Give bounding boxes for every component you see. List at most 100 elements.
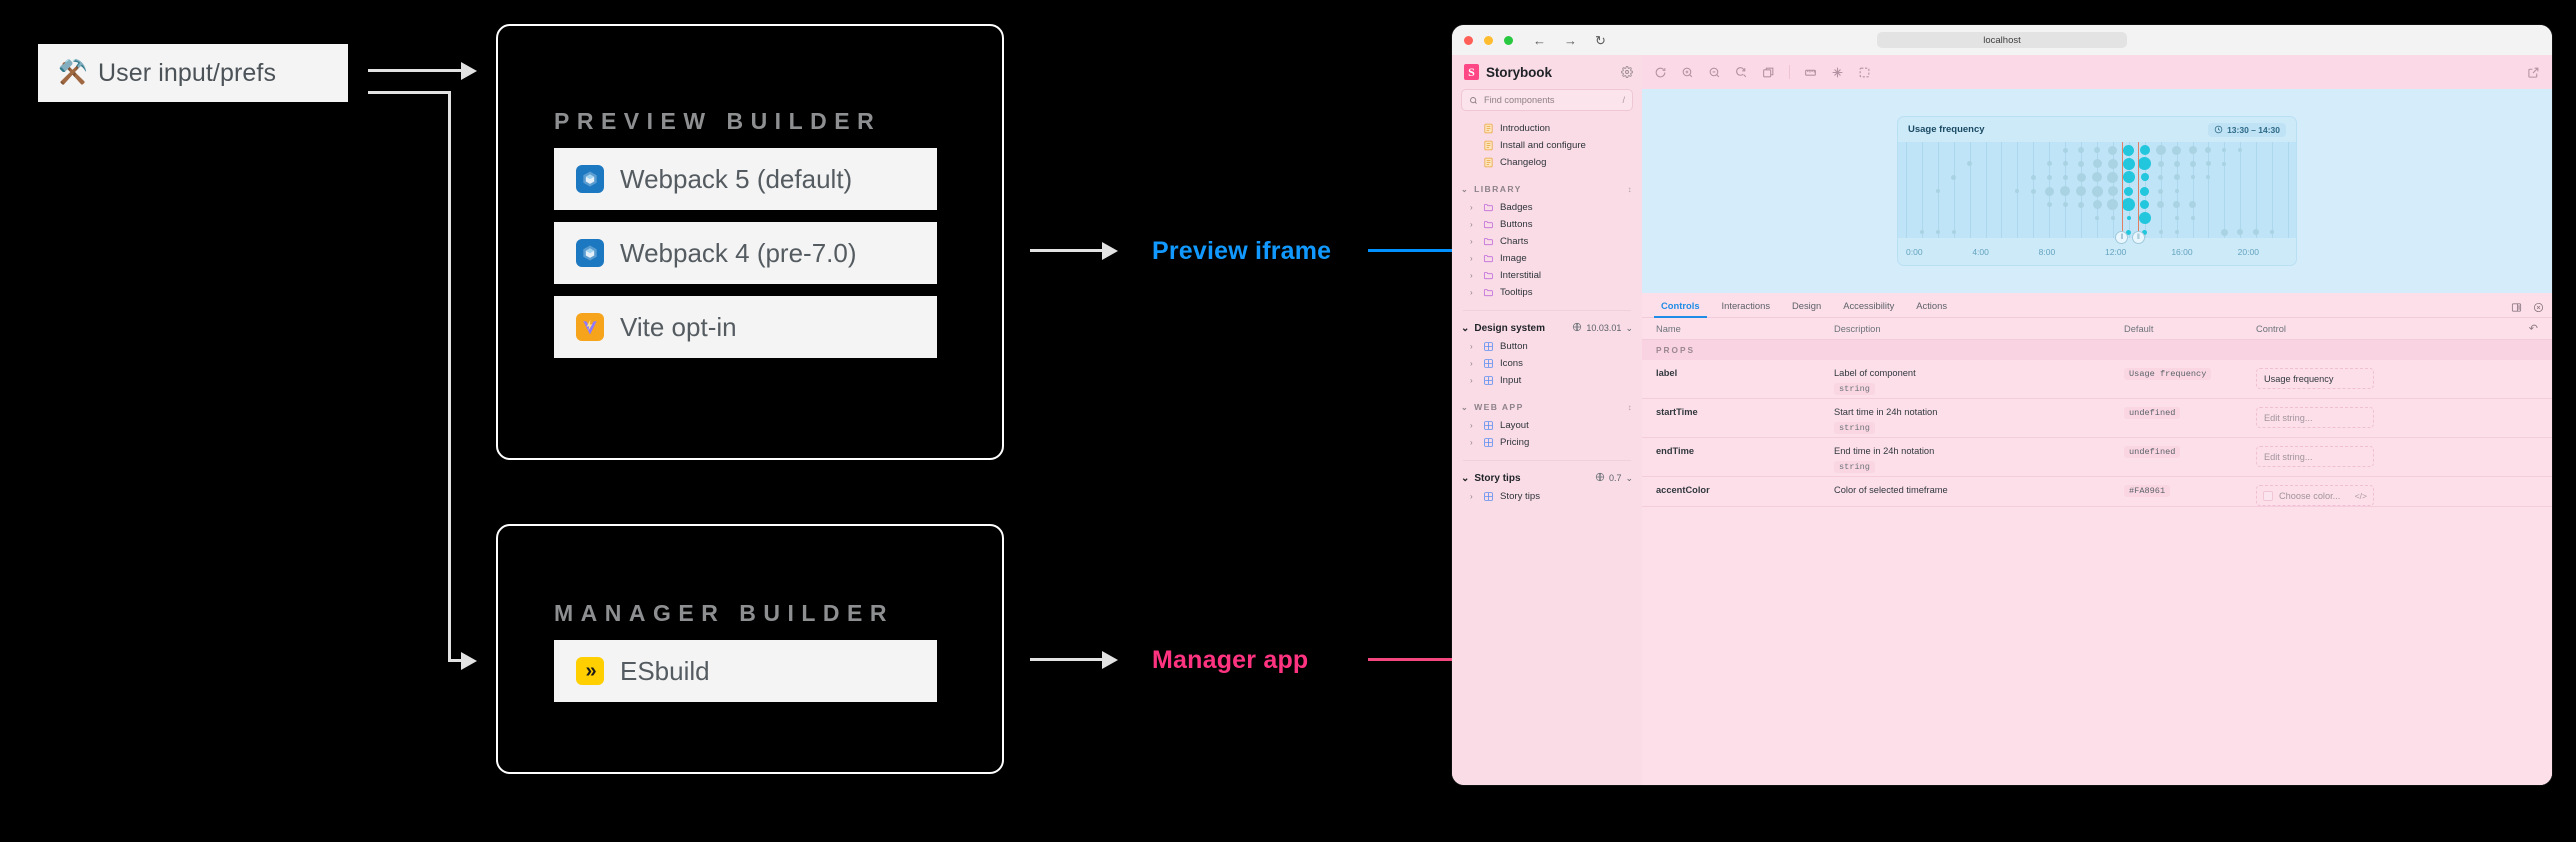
remount-icon[interactable] <box>1654 66 1667 79</box>
annotation-preview-iframe: Preview iframe <box>1152 237 1332 265</box>
preview-option-webpack5[interactable]: Webpack 5 (default) <box>554 148 937 210</box>
sidebar-item-interstitial[interactable]: ›Interstitial <box>1461 267 1633 284</box>
zoom-in-icon[interactable] <box>1681 66 1694 79</box>
zoom-out-icon[interactable] <box>1708 66 1721 79</box>
prop-description: End time in 24h notation string <box>1834 446 1935 473</box>
grid-icon[interactable] <box>1831 66 1844 79</box>
sidebar-group-web-app[interactable]: ⌄ WEB APP ↕ <box>1461 397 1633 417</box>
prop-name: startTime <box>1656 407 1698 417</box>
selection-line[interactable] <box>2121 142 2123 238</box>
search-shortcut: / <box>1622 95 1625 105</box>
chart-point <box>2172 145 2182 155</box>
manager-option-esbuild[interactable]: » ESbuild <box>554 640 937 702</box>
preview-option-webpack4[interactable]: Webpack 4 (pre-7.0) <box>554 222 937 284</box>
sidebar-item-changelog[interactable]: Changelog <box>1461 154 1633 171</box>
sort-icon[interactable]: ↕ <box>1627 402 1633 412</box>
chart-point <box>2173 201 2181 209</box>
chart-gridline <box>1985 142 1987 238</box>
sidebar-root-version-label: 0.7 <box>1608 473 1622 483</box>
control-text-input[interactable]: Edit string... <box>2256 407 2374 428</box>
sidebar-item-label: Image <box>1500 253 1527 264</box>
forward-icon[interactable]: → <box>1564 32 1577 48</box>
sidebar-item-input[interactable]: ›Input <box>1461 372 1633 389</box>
back-icon[interactable]: ← <box>1533 32 1546 48</box>
color-swatch[interactable] <box>2263 490 2273 501</box>
traffic-light-close-icon[interactable] <box>1464 35 1473 45</box>
arrow-head-to-preview <box>461 62 477 80</box>
layout-toggle-icon[interactable] <box>2511 302 2522 313</box>
code-icon[interactable]: </> <box>2354 490 2367 501</box>
table-row: accentColor Color of selected timeframe … <box>1642 477 2552 507</box>
preview-option-vite[interactable]: Vite opt-in <box>554 296 937 358</box>
tab-controls[interactable]: Controls <box>1650 300 1711 318</box>
chart-point <box>2253 229 2260 235</box>
chevron-right-icon: › <box>1470 376 1473 385</box>
sidebar-item-button[interactable]: ›Button <box>1461 338 1633 355</box>
search-input[interactable]: Find components / <box>1461 89 1633 111</box>
control-color-picker[interactable]: Choose color... </> <box>2256 485 2374 506</box>
chart-gridline <box>2256 142 2258 238</box>
timeframe-badge[interactable]: 13:30 – 14:30 <box>2208 122 2286 137</box>
selection-line[interactable] <box>2138 142 2140 238</box>
sidebar-item-label: Charts <box>1500 236 1529 247</box>
chart-point <box>2140 173 2149 182</box>
sidebar-item-label: Install and configure <box>1500 140 1586 151</box>
chevron-right-icon: › <box>1470 288 1473 297</box>
selection-handle[interactable]: ‖ <box>2131 231 2145 244</box>
prop-default: undefined <box>2124 446 2256 458</box>
sidebar-root-label: Story tips <box>1474 472 1521 484</box>
sidebar-root-design-system[interactable]: ⌄ Design system 10.03.01 ⌄ <box>1461 318 1633 338</box>
sidebar-item-install-and-configure[interactable]: Install and configure <box>1461 137 1633 154</box>
sidebar-item-charts[interactable]: ›Charts <box>1461 233 1633 250</box>
chart-point <box>2173 160 2180 167</box>
sidebar-item-tooltips[interactable]: ›Tooltips <box>1461 284 1633 301</box>
sort-icon[interactable]: ↕ <box>1627 184 1633 194</box>
storybook-app: S Storybook Find components / Introdu <box>1452 55 2552 785</box>
gear-icon[interactable] <box>1621 66 1633 78</box>
sidebar-item-story-tips[interactable]: ›Story tips <box>1461 488 1633 505</box>
sidebar-root-version[interactable]: 10.03.01 ⌄ <box>1572 322 1633 334</box>
outline-icon[interactable] <box>1858 66 1871 79</box>
tab-accessibility[interactable]: Accessibility <box>1843 300 1895 311</box>
zoom-reset-icon[interactable] <box>1735 66 1748 79</box>
esbuild-icon: » <box>576 657 604 685</box>
sidebar-root-items: ›Story tips <box>1461 488 1633 505</box>
axis-tick-label: 20:00 <box>2237 246 2259 257</box>
sidebar-root-story-tips[interactable]: ⌄ Story tips 0.7 ⌄ <box>1461 468 1633 488</box>
chart-point <box>2220 228 2228 236</box>
traffic-light-minimize-icon[interactable] <box>1484 35 1493 45</box>
sidebar-root-version-label: 10.03.01 <box>1586 323 1622 333</box>
sidebar-item-label: Introduction <box>1500 123 1551 134</box>
sidebar-item-buttons[interactable]: ›Buttons <box>1461 216 1633 233</box>
sidebar-item-badges[interactable]: ›Badges <box>1461 199 1633 216</box>
chart-point <box>2062 202 2068 208</box>
viewport-icon[interactable] <box>1762 66 1775 79</box>
sidebar-item-label: Layout <box>1500 420 1529 431</box>
prop-name: label <box>1656 368 1678 378</box>
url-bar[interactable]: localhost <box>1877 32 2127 48</box>
sidebar-item-icons[interactable]: ›Icons <box>1461 355 1633 372</box>
tab-interactions[interactable]: Interactions <box>1721 300 1771 311</box>
folder-icon <box>1483 204 1493 212</box>
chart-point <box>2139 145 2150 155</box>
sidebar-item-pricing[interactable]: ›Pricing <box>1461 434 1633 451</box>
table-row: endTime End time in 24h notation string … <box>1642 438 2552 477</box>
control-text-input[interactable]: Edit string... <box>2256 446 2374 467</box>
undo-icon[interactable]: ↶ <box>2528 323 2538 335</box>
sidebar-root-version[interactable]: 0.7 ⌄ <box>1595 472 1633 484</box>
control-text-input[interactable]: Usage frequency <box>2256 368 2374 389</box>
traffic-light-zoom-icon[interactable] <box>1504 35 1513 45</box>
tab-actions[interactable]: Actions <box>1916 300 1948 311</box>
open-new-tab-icon[interactable] <box>2527 66 2540 79</box>
sidebar-brand-row[interactable]: S Storybook <box>1461 55 1633 89</box>
tab-design[interactable]: Design <box>1792 300 1822 311</box>
sidebar-item-layout[interactable]: ›Layout <box>1461 417 1633 434</box>
column-header-default: Default <box>2124 323 2154 334</box>
sidebar-item-image[interactable]: ›Image <box>1461 250 1633 267</box>
selection-handle[interactable]: ‖ <box>2115 231 2129 244</box>
measure-icon[interactable] <box>1804 66 1817 79</box>
reload-icon[interactable]: ↻ <box>1595 32 1606 48</box>
close-icon[interactable] <box>2533 302 2544 313</box>
sidebar-item-introduction[interactable]: Introduction <box>1461 120 1633 137</box>
sidebar-group-library[interactable]: ⌄ LIBRARY ↕ <box>1461 179 1633 199</box>
